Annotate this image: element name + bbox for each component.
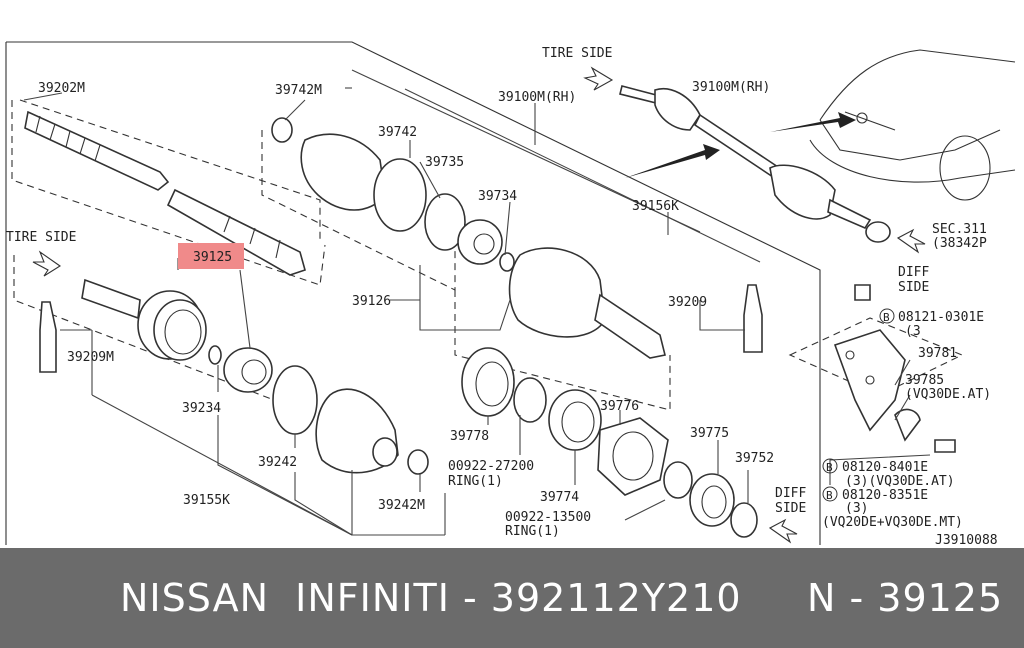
label-39100m-rh-b: 39100M(RH) [692, 80, 770, 95]
label-diff-side-bottom-2: SIDE [775, 501, 806, 516]
label-39126: 39126 [352, 294, 391, 309]
label-qty3-b: (3) [845, 501, 868, 516]
label-39775: 39775 [690, 426, 729, 441]
ring-00922-27200 [513, 377, 547, 423]
label-08121-0301e: 08121-0301E [898, 310, 984, 325]
label-39209m: 39209M [67, 350, 114, 365]
inner-housing [508, 247, 666, 359]
label-ring1-b: RING(1) [505, 524, 560, 539]
dash-box-left [13, 255, 353, 431]
label-vq20de-vq30de-mt: (VQ20DE+VQ30DE.MT) [822, 515, 963, 530]
clamp-39242m [407, 449, 429, 475]
label-00922-13500: 00922-13500 [505, 510, 591, 525]
ring-00922-13500 [663, 461, 693, 499]
label-qty3-a: (3 [905, 324, 921, 339]
leader-lines [23, 87, 931, 536]
rail-39156k [404, 88, 761, 263]
rail-39155k [91, 394, 353, 536]
label-39742m: 39742M [275, 83, 322, 98]
label-b-mark-2: B [826, 461, 833, 474]
grease-tube-39209 [743, 284, 763, 353]
pointer-arrow-2 [625, 144, 720, 178]
label-39209: 39209 [668, 295, 707, 310]
label-39734: 39734 [478, 189, 517, 204]
label-39242: 39242 [258, 455, 297, 470]
label-tire-side-left: TIRE SIDE [6, 230, 76, 245]
label-ring1-a: RING(1) [448, 474, 503, 489]
label-39242m: 39242M [378, 498, 425, 513]
banner-text: NISSAN INFINITI - 392112Y210 N - 39125 [120, 576, 1004, 620]
label-39742: 39742 [378, 125, 417, 140]
label-39155k: 39155K [183, 493, 230, 508]
seal-39752 [730, 502, 758, 538]
ring-39234 [208, 345, 222, 365]
label-39778: 39778 [450, 429, 489, 444]
boot-39742m [271, 117, 466, 251]
bearing-39774 [548, 389, 602, 451]
label-diff-side-right-1: DIFF [898, 265, 929, 280]
b-circle-2 [822, 458, 838, 474]
label-39156k: 39156K [632, 199, 679, 214]
dash-box-inner [454, 290, 671, 411]
label-diff-side-bottom-1: DIFF [775, 486, 806, 501]
car-illustration [809, 49, 1016, 201]
label-39125: 39125 [193, 250, 232, 265]
tire-side-arrow-left [32, 250, 61, 277]
label-38342p: (38342P [932, 236, 987, 251]
bolt-08121 [854, 284, 871, 301]
shaft-39202m [24, 110, 306, 276]
label-08120-8401e: 08120-8401E [842, 460, 928, 475]
label-39100m-rh-a: 39100M(RH) [498, 90, 576, 105]
pointer-arrow-1 [770, 112, 856, 132]
label-39785: 39785 [905, 373, 944, 388]
shaft-39100m-rh [619, 85, 891, 243]
b-circle-3 [822, 486, 838, 502]
outer-joint [81, 278, 207, 361]
label-vq30de-at: (VQ30DE.AT) [905, 387, 991, 402]
label-tire-side-top: TIRE SIDE [542, 46, 612, 61]
boot-39242 [315, 388, 399, 474]
ball-cage-39125 [223, 347, 273, 393]
label-39776: 39776 [600, 399, 639, 414]
dash-box-boot [261, 130, 456, 291]
tire-side-arrow-top [583, 66, 614, 91]
label-08120-8351e: 08120-8351E [842, 488, 928, 503]
seal-sec311 [865, 221, 891, 243]
diagram-frame [6, 41, 821, 545]
diff-side-arrow-right [896, 228, 926, 254]
label-39735: 39735 [425, 155, 464, 170]
label-39752: 39752 [735, 451, 774, 466]
diff-side-arrow-bottom [768, 518, 798, 544]
label-diagram-code: J3910088 [935, 533, 998, 548]
part-number-banner: NISSAN INFINITI - 392112Y210 N - 39125 [0, 548, 1024, 648]
label-sec311: SEC.311 [932, 222, 987, 237]
label-b-mark-3: B [826, 489, 833, 502]
dash-box-shaft-2 [19, 99, 321, 240]
label-39774: 39774 [540, 490, 579, 505]
part-39785 [894, 408, 921, 442]
b-circle-1 [879, 308, 895, 324]
dash-box-shaft [11, 100, 326, 286]
bracket-39776 [597, 417, 669, 496]
label-39202m: 39202M [38, 81, 85, 96]
band-39242 [272, 365, 318, 435]
bracket-39781 [833, 284, 956, 453]
label-qty3-vq30de-at: (3)(VQ30DE.AT) [845, 474, 955, 489]
label-39234: 39234 [182, 401, 221, 416]
label-00922-27200: 00922-27200 [448, 459, 534, 474]
highlight-39125 [178, 243, 244, 269]
label-diff-side-right-2: SIDE [898, 280, 929, 295]
label-39781: 39781 [918, 346, 957, 361]
parts-diagram: 39202M 39742M 39742 39735 39734 39100M(R… [5, 41, 1016, 548]
grease-tube-39209m [39, 301, 57, 373]
bolt-08120 [934, 439, 956, 453]
tripod-39734 [457, 219, 515, 272]
label-b-mark-1: B [883, 311, 890, 324]
